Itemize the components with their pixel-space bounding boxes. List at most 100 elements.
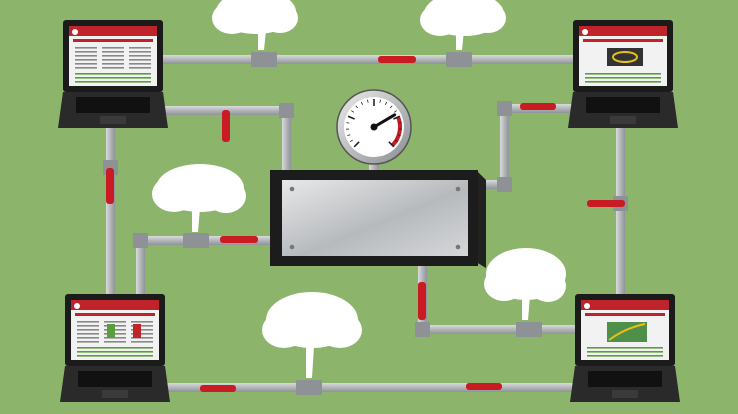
laptop-keyboard bbox=[588, 371, 662, 387]
valve-handle bbox=[220, 236, 258, 243]
steam-cloud bbox=[212, 0, 298, 50]
screen-text-line bbox=[75, 51, 97, 53]
box-rivet bbox=[455, 244, 461, 250]
screen-content-text-columns bbox=[75, 47, 151, 83]
valve-handle bbox=[222, 110, 230, 142]
box-rivet bbox=[455, 186, 461, 192]
pipe-gauge-stem bbox=[369, 160, 379, 174]
screen-logo bbox=[72, 29, 78, 35]
central-box bbox=[270, 170, 486, 268]
gauge-tick bbox=[388, 141, 395, 148]
screen-nav-bar bbox=[73, 39, 153, 42]
laptop-keyboard bbox=[586, 97, 660, 113]
gauge-tick bbox=[351, 110, 355, 113]
screen-footer-line bbox=[77, 347, 153, 349]
valve-handle bbox=[587, 200, 625, 207]
gauge-tick bbox=[397, 134, 401, 137]
pipe-joint bbox=[183, 233, 209, 248]
screen-text-line bbox=[75, 67, 97, 69]
screen-text-line bbox=[104, 321, 126, 323]
gauge-tick bbox=[384, 101, 388, 105]
screen-text-line bbox=[129, 51, 151, 53]
screen-text-line bbox=[77, 333, 99, 335]
screen-nav-bar bbox=[583, 39, 663, 42]
screen-text-line bbox=[129, 47, 151, 49]
gauge-tick bbox=[393, 110, 397, 113]
screen-text-line bbox=[102, 51, 124, 53]
laptop bbox=[58, 20, 168, 128]
screen-text-line bbox=[131, 329, 153, 331]
screen-text-line bbox=[102, 47, 124, 49]
screen-footer-line bbox=[587, 355, 663, 357]
steam-cloud bbox=[152, 164, 246, 232]
gauge-tick bbox=[353, 141, 360, 148]
screen-text-line bbox=[129, 59, 151, 61]
screen-text-line bbox=[75, 59, 97, 61]
screen-header bbox=[579, 26, 667, 36]
laptops bbox=[58, 20, 680, 402]
laptop-keyboard bbox=[78, 371, 152, 387]
pipe-tl-to-box-v bbox=[282, 106, 291, 172]
pipe-joint bbox=[497, 177, 512, 192]
screen-text-line bbox=[77, 329, 99, 331]
screen-header bbox=[581, 300, 669, 310]
screen-footer-line bbox=[587, 347, 663, 349]
screen-text-line bbox=[102, 59, 124, 61]
screen-text-line bbox=[131, 321, 153, 323]
valve-handle bbox=[106, 168, 114, 204]
gauge-tick bbox=[349, 139, 353, 142]
screen-product bbox=[607, 48, 643, 66]
screen-text-line bbox=[131, 325, 153, 327]
pipe-left-vertical bbox=[106, 128, 115, 298]
box-depth bbox=[476, 170, 486, 268]
screen-text-line bbox=[131, 337, 153, 339]
pipe-joint bbox=[446, 52, 472, 67]
screen-text-line bbox=[131, 341, 153, 343]
laptop-trackpad bbox=[612, 390, 638, 398]
screen-text-line bbox=[131, 333, 153, 335]
gauge-tick bbox=[395, 139, 399, 142]
pressure-gauge bbox=[336, 89, 412, 165]
screen-footer-line bbox=[75, 77, 151, 79]
laptop-trackpad bbox=[610, 116, 636, 124]
screen-text-line bbox=[77, 325, 99, 327]
gauge-tick bbox=[389, 105, 393, 109]
screen-footer-line bbox=[77, 355, 153, 357]
laptop-keyboard bbox=[76, 97, 150, 113]
pipe-right-vertical bbox=[616, 128, 625, 298]
screen-footer-line bbox=[75, 81, 151, 83]
screen-text-line bbox=[77, 321, 99, 323]
gauge-ticks bbox=[346, 99, 402, 148]
laptop bbox=[568, 20, 678, 128]
screen-chart bbox=[107, 324, 115, 338]
laptop-trackpad bbox=[100, 116, 126, 124]
valve-handle bbox=[520, 103, 556, 110]
screen-text-line bbox=[129, 55, 151, 57]
valve-handle bbox=[200, 385, 236, 392]
pipe-joint bbox=[279, 103, 294, 118]
screen-logo bbox=[582, 29, 588, 35]
gauge-needle bbox=[372, 113, 397, 129]
screen-header bbox=[69, 26, 157, 36]
pipe-joint bbox=[251, 52, 277, 67]
box-rivet bbox=[289, 186, 295, 192]
screen-text-line bbox=[102, 67, 124, 69]
pipe-bottom bbox=[160, 383, 580, 392]
screen-footer-line bbox=[77, 351, 153, 353]
screen-content-product-card bbox=[585, 48, 661, 83]
screen-footer-line bbox=[585, 81, 661, 83]
pipe-box-right-stub bbox=[485, 180, 507, 189]
gauge-hub bbox=[370, 123, 378, 131]
laptop bbox=[570, 294, 680, 402]
screen-nav-bar bbox=[585, 313, 665, 316]
screen-footer-line bbox=[587, 351, 663, 353]
pipe-box-down-h bbox=[418, 325, 578, 334]
screen-text-line bbox=[77, 337, 99, 339]
laptop bbox=[60, 294, 170, 402]
screen-text-line bbox=[75, 55, 97, 57]
pipe-left-mid-v bbox=[136, 236, 145, 300]
screen-footer-line bbox=[585, 73, 661, 75]
screen-logo bbox=[584, 303, 590, 309]
pipe-tr-to-box-v bbox=[500, 104, 509, 190]
pipe-joint bbox=[415, 322, 430, 337]
